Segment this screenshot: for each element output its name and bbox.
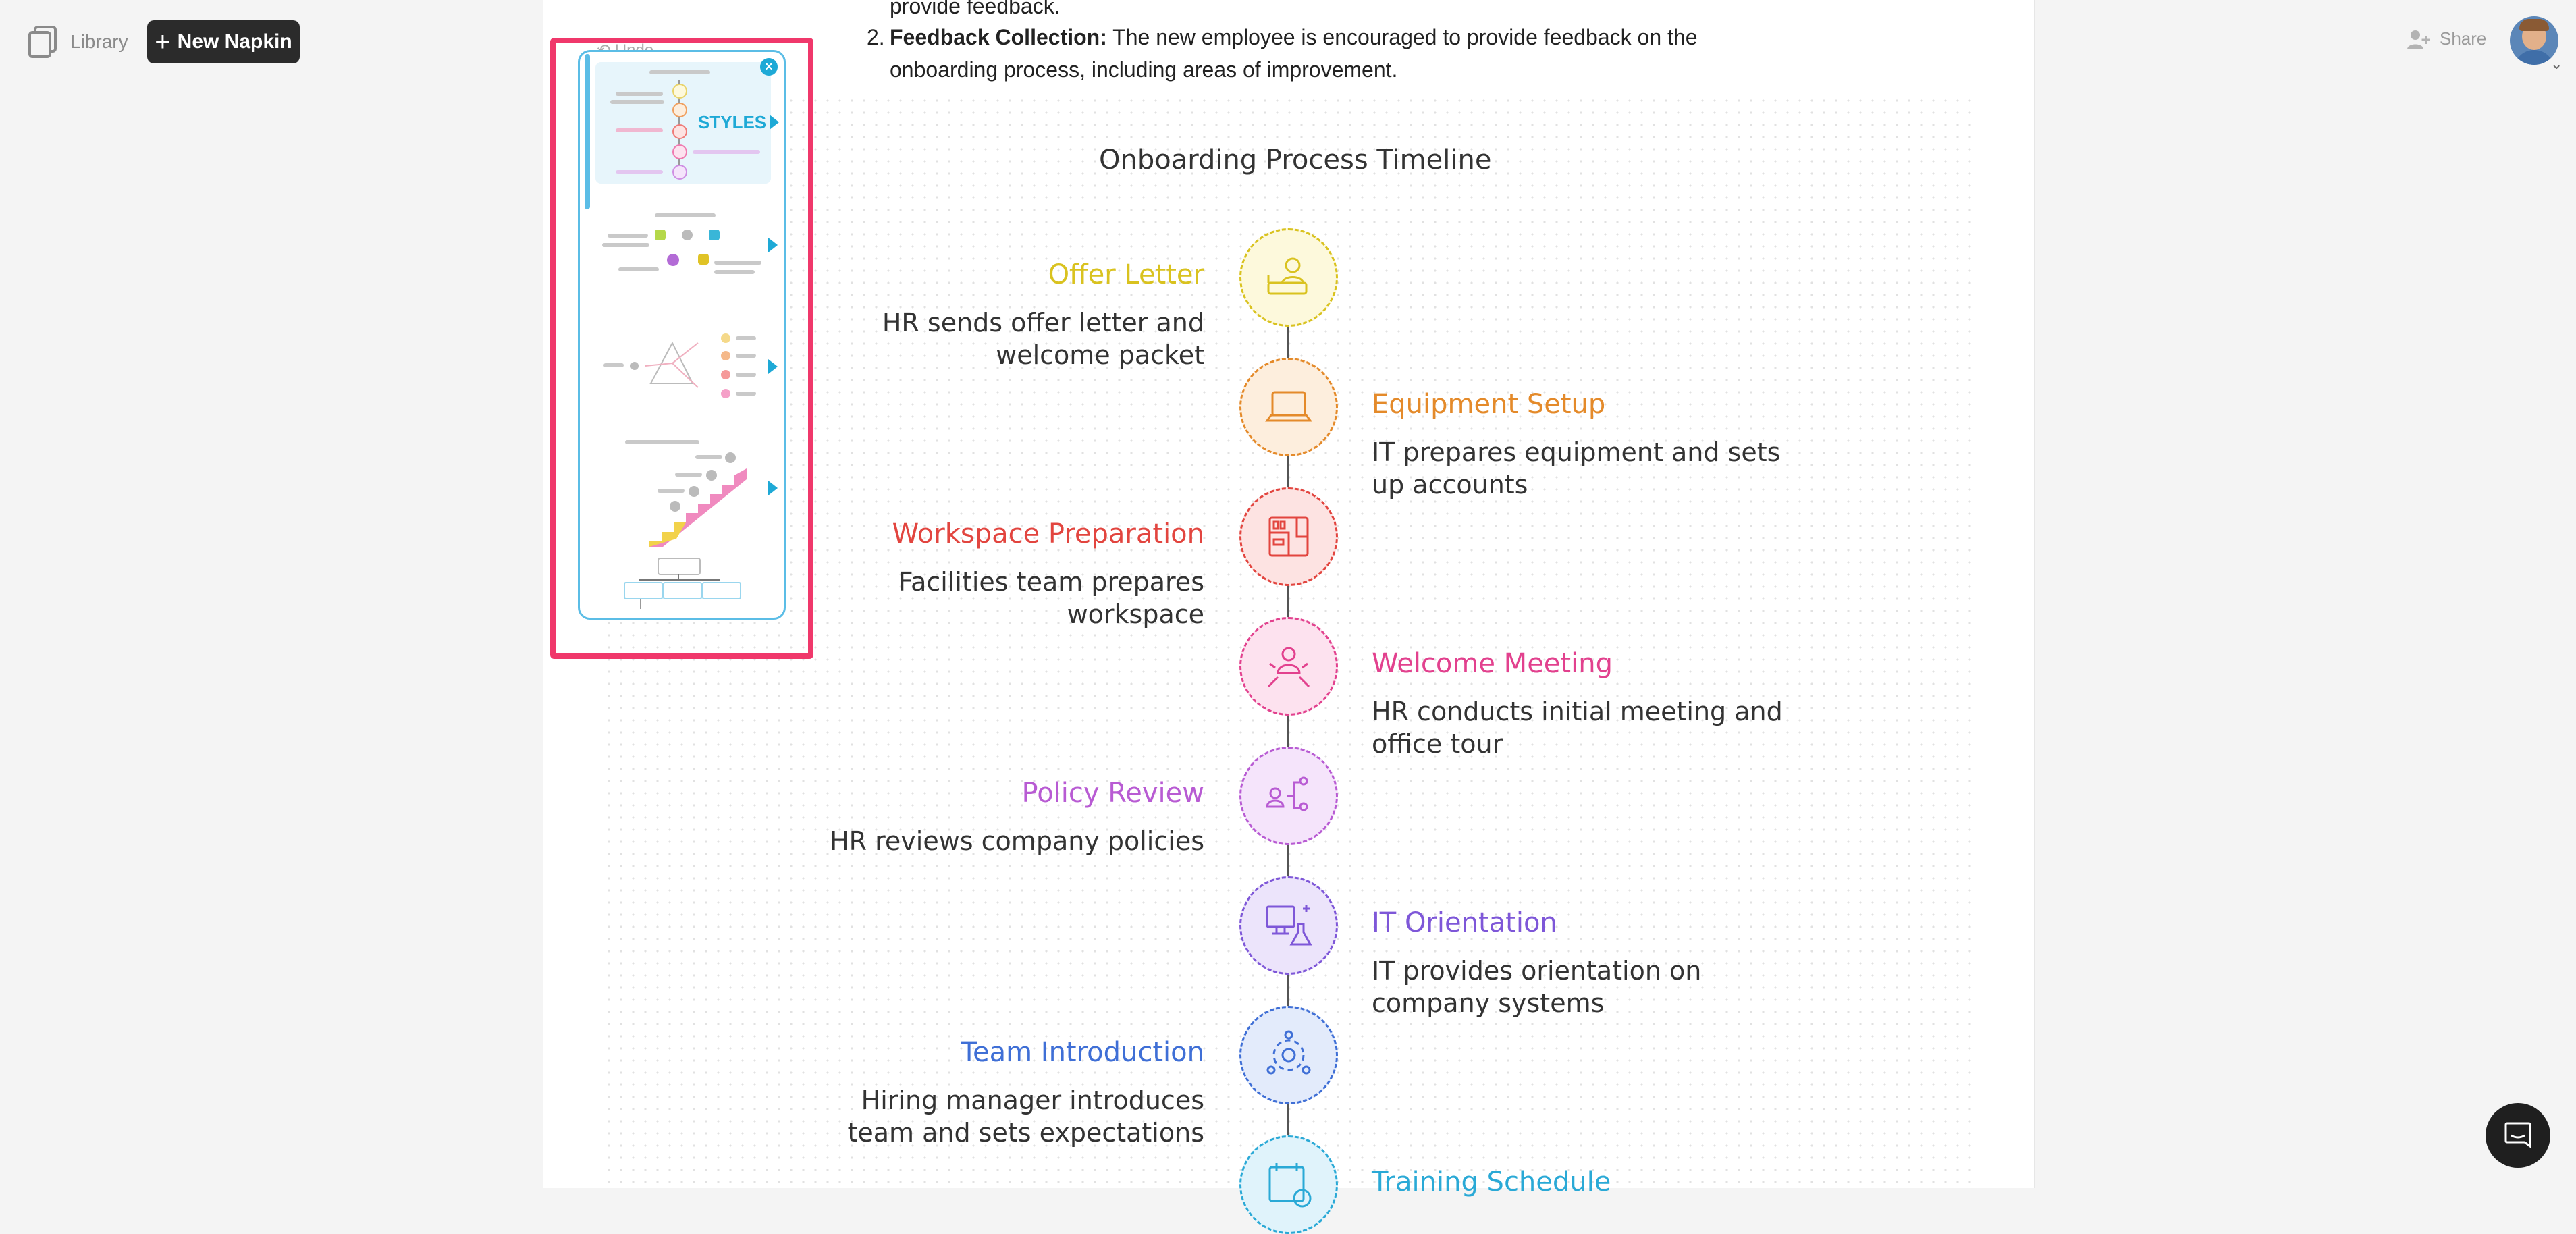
step-description: HR reviews company policies bbox=[743, 825, 1204, 857]
library-icon bbox=[28, 26, 57, 58]
step-desc-line: Hiring manager introduces bbox=[861, 1085, 1204, 1115]
styles-label: STYLES bbox=[698, 112, 767, 132]
step-desc-line: workspace bbox=[1067, 599, 1204, 629]
step-label: IT Orientation bbox=[1372, 907, 1557, 938]
step-desc-line: IT provides orientation on bbox=[1372, 956, 1702, 986]
panel-scrollbar[interactable] bbox=[585, 54, 590, 209]
step-desc-line: office tour bbox=[1372, 729, 1503, 759]
style-thumbnail-selected[interactable] bbox=[595, 62, 771, 184]
meeting-icon bbox=[1267, 647, 1310, 688]
list-item-continuation: onboarding process, including areas of i… bbox=[890, 57, 1398, 82]
avatar[interactable] bbox=[2510, 16, 2558, 65]
chat-icon bbox=[2504, 1122, 2531, 1148]
list-number: 2. bbox=[867, 25, 885, 49]
timeline-node-offer-letter bbox=[1239, 228, 1338, 327]
chevron-down-icon[interactable]: ⌄ bbox=[2550, 55, 2563, 72]
new-napkin-label: New Napkin bbox=[177, 30, 292, 53]
timeline-node-training-schedule bbox=[1239, 1135, 1338, 1234]
step-desc-line: HR reviews company policies bbox=[830, 826, 1204, 856]
add-user-icon bbox=[2407, 30, 2430, 49]
step-desc-line: team and sets expectations bbox=[847, 1118, 1204, 1148]
close-icon[interactable]: × bbox=[760, 58, 778, 76]
library-link[interactable]: Library bbox=[28, 26, 128, 58]
timeline-node-workspace-preparation bbox=[1239, 487, 1338, 586]
step-label: Offer Letter bbox=[1048, 259, 1204, 290]
share-label: Share bbox=[2440, 28, 2487, 49]
offer-letter-icon bbox=[1267, 257, 1308, 295]
step-desc-line: company systems bbox=[1372, 988, 1605, 1018]
step-label: Equipment Setup bbox=[1372, 389, 1606, 420]
timeline-node-welcome-meeting bbox=[1239, 617, 1338, 716]
laptop-icon bbox=[1265, 391, 1312, 422]
timeline-title: Onboarding Process Timeline bbox=[1099, 144, 1492, 176]
new-napkin-button[interactable]: + New Napkin bbox=[147, 20, 300, 63]
team-gear-icon bbox=[1266, 1030, 1311, 1075]
org-chart-icon bbox=[1266, 776, 1308, 811]
computer-flask-icon bbox=[1266, 905, 1312, 946]
play-arrow-icon[interactable] bbox=[768, 359, 778, 374]
play-arrow-icon[interactable] bbox=[768, 481, 778, 495]
step-desc-line: HR conducts initial meeting and bbox=[1372, 697, 1783, 726]
step-description: HR conducts initial meeting and office to… bbox=[1372, 695, 1783, 760]
timeline-node-it-orientation bbox=[1239, 876, 1338, 975]
play-arrow-icon[interactable] bbox=[768, 238, 778, 252]
step-desc-line: welcome packet bbox=[996, 340, 1204, 370]
step-label: Welcome Meeting bbox=[1372, 648, 1613, 679]
library-label: Library bbox=[70, 31, 128, 52]
list-item-text: Feedback Collection: The new employee is… bbox=[890, 20, 1767, 54]
step-label: Team Introduction bbox=[961, 1037, 1204, 1068]
highlight-frame bbox=[550, 38, 813, 659]
step-desc-line: HR sends offer letter and bbox=[882, 308, 1204, 338]
step-desc-line: IT prepares equipment and sets bbox=[1372, 437, 1781, 467]
doc-text-line: provide feedback. bbox=[890, 0, 1061, 18]
play-arrow-icon[interactable] bbox=[770, 115, 779, 130]
list-item-rest: The new employee is encouraged to provid… bbox=[1112, 25, 1698, 49]
timeline-connector bbox=[1287, 270, 1289, 1188]
step-desc-line: up accounts bbox=[1372, 470, 1528, 500]
step-label: Training Schedule bbox=[1372, 1166, 1611, 1198]
step-desc-line: Facilities team prepares bbox=[898, 567, 1204, 597]
help-chat-button[interactable] bbox=[2486, 1103, 2550, 1168]
timeline-node-equipment-setup bbox=[1239, 358, 1338, 456]
calendar-icon bbox=[1268, 1163, 1312, 1208]
list-item-bold: Feedback Collection: bbox=[890, 25, 1107, 49]
top-bar: Library + New Napkin Share ⌄ bbox=[0, 0, 2576, 88]
timeline-node-team-introduction bbox=[1239, 1006, 1338, 1104]
office-layout-icon bbox=[1268, 516, 1309, 557]
share-button[interactable]: Share bbox=[2407, 28, 2486, 49]
plus-icon: + bbox=[155, 27, 171, 57]
timeline-node-policy-review bbox=[1239, 747, 1338, 845]
step-label: Workspace Preparation bbox=[892, 518, 1204, 549]
step-label: Policy Review bbox=[1021, 778, 1205, 809]
